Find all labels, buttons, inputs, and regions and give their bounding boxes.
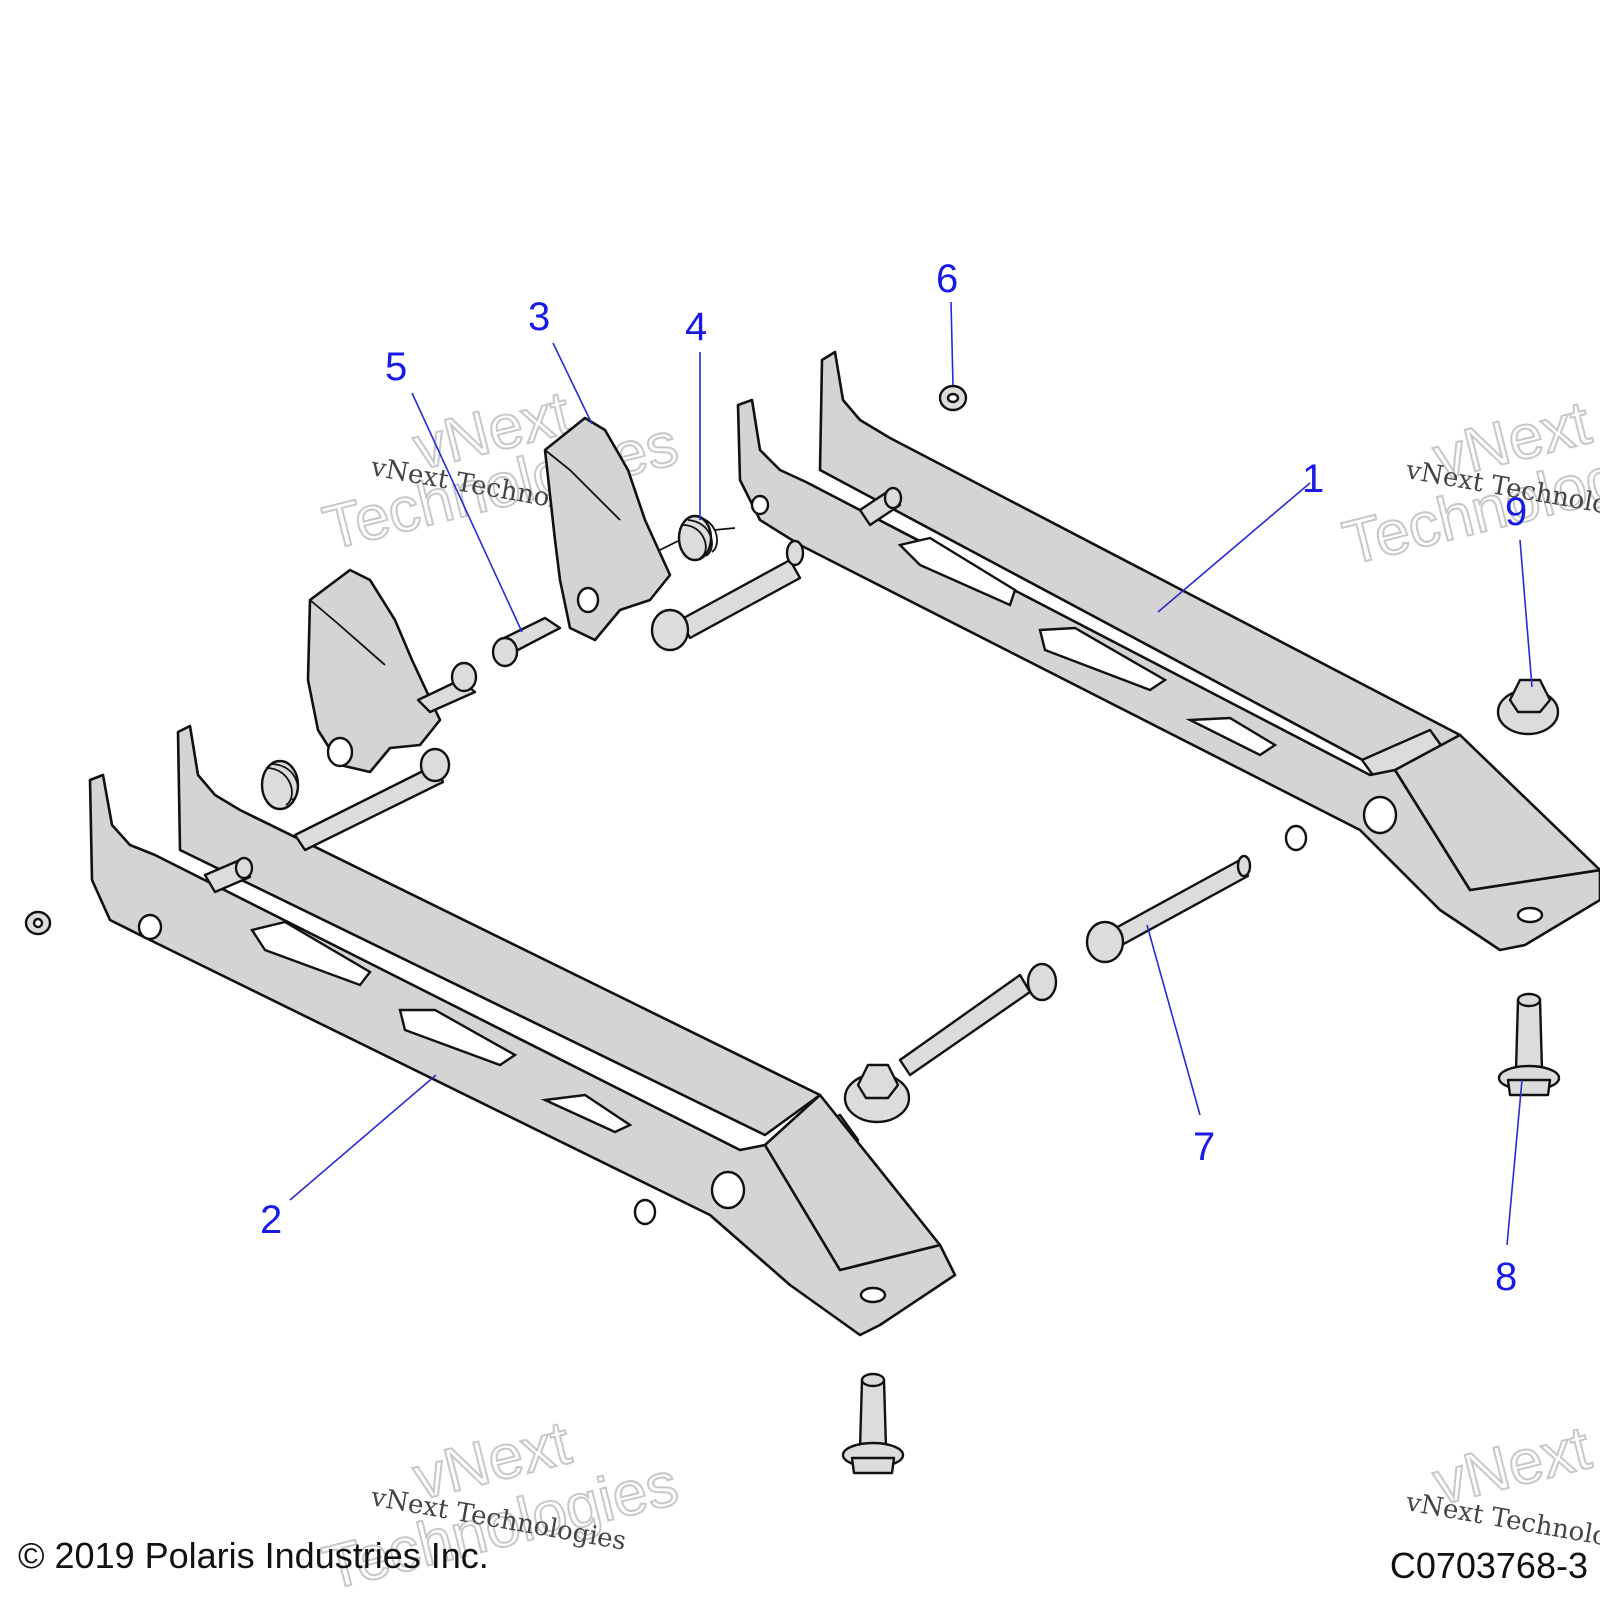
part-6-nut-2 [24, 910, 52, 936]
leader-2 [289, 1074, 437, 1201]
part-9-flange-nut-2 [843, 1063, 911, 1124]
part-5-shoulder-bolt [491, 616, 562, 668]
part-4-torsion-spring-2 [260, 759, 300, 811]
leader-9 [1519, 539, 1533, 688]
callouts: 1 2 3 4 5 6 7 8 9 [260, 257, 1527, 1299]
part-1-rail-bracket [736, 350, 1600, 952]
leader-5 [411, 392, 523, 633]
callout-9: 9 [1505, 490, 1527, 534]
leader-lines [289, 301, 1533, 1246]
pivot-bolt-middle [898, 962, 1058, 1077]
part-8-flange-bolt [1497, 992, 1561, 1097]
callout-5: 5 [385, 345, 407, 389]
callout-2: 2 [260, 1198, 282, 1242]
leader-8 [1506, 1079, 1523, 1246]
part-3-latch-rear [543, 416, 672, 642]
callout-8: 8 [1495, 1255, 1517, 1299]
callout-7: 7 [1193, 1125, 1215, 1169]
part-9-flange-nut [1496, 678, 1560, 736]
part-6-nut [938, 384, 968, 412]
part-2-rail-bracket [88, 724, 957, 1337]
part-4-torsion-spring [659, 514, 736, 562]
callout-6: 6 [936, 257, 958, 301]
leader-1 [1157, 482, 1311, 613]
leader-6 [950, 301, 954, 386]
part-3-latch-front [306, 568, 442, 774]
part-5-shoulder-bolt-2 [416, 661, 478, 714]
figure-id: C0703768-3 [1390, 1545, 1588, 1586]
pivot-bolt-lower [293, 747, 451, 852]
watermark-top-right: Technologies vNext vNext Technologies [1336, 387, 1600, 579]
copyright-notice: © 2019 Polaris Industries Inc. [18, 1535, 489, 1576]
watermark-bottom-right: vNext vNext Technologies [1403, 1412, 1600, 1561]
callout-3: 3 [528, 295, 550, 339]
pivot-bolt-upper [650, 539, 805, 652]
part-7-bolt [1085, 854, 1252, 964]
leader-7 [1146, 924, 1201, 1116]
callout-4: 4 [685, 305, 707, 349]
callout-1: 1 [1302, 457, 1324, 501]
part-8-flange-bolt-2 [841, 1372, 905, 1475]
leader-3 [552, 342, 593, 425]
